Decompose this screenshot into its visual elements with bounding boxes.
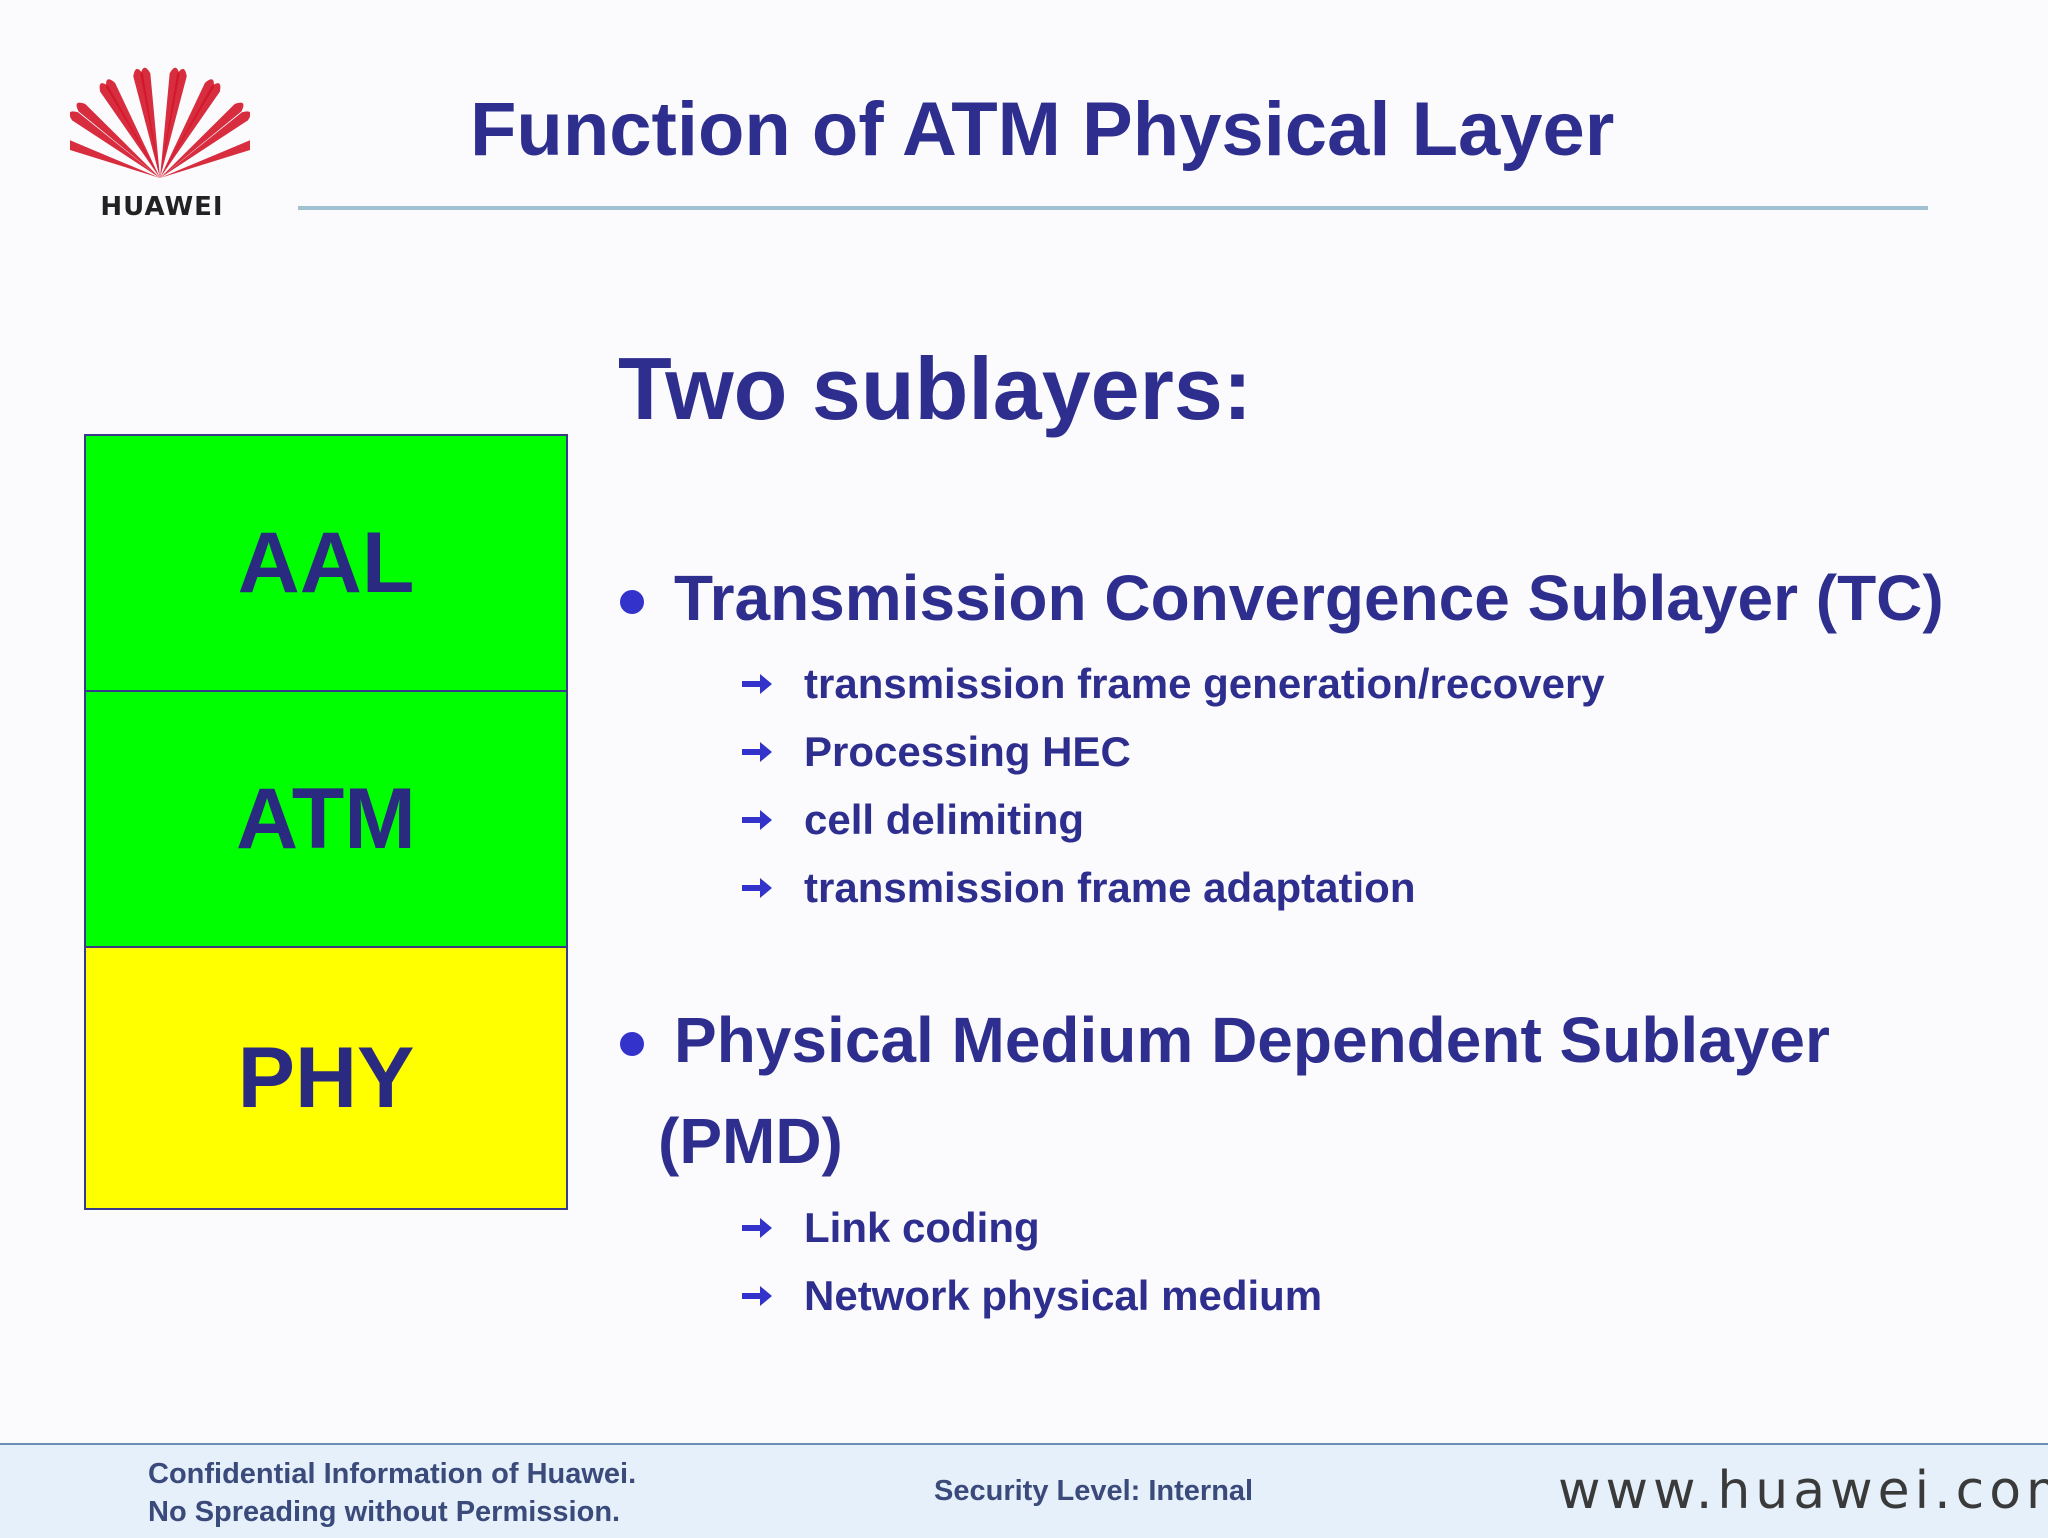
logo-petal — [106, 79, 160, 178]
logo-petal — [99, 83, 160, 178]
list-item: transmission frame adaptation — [740, 854, 1605, 922]
logo-petal — [70, 137, 160, 178]
list-item: Processing HEC — [740, 718, 1605, 786]
logo-petal — [160, 79, 214, 178]
confidential-line: No Spreading without Permission. — [148, 1496, 621, 1528]
bullet-title: Transmission Convergence Sublayer (TC) — [674, 562, 1944, 634]
bullet-title: Physical Medium Dependent Sublayer — [674, 1004, 1830, 1076]
bullet-tc: Transmission Convergence Sublayer (TC) — [620, 546, 1944, 650]
bullet-pmd: Physical Medium Dependent Sublayer — [620, 988, 1830, 1092]
list-item-text: Network physical medium — [804, 1272, 1323, 1319]
bullet-title-continuation: (PMD) — [658, 1105, 843, 1177]
title-divider — [298, 206, 1928, 210]
arrow-right-icon — [742, 1218, 772, 1238]
confidential-notice: Confidential Information of Huawei. No S… — [148, 1455, 636, 1531]
website-url: www.huawei.com — [1558, 1461, 2048, 1521]
layer-phy: PHY — [86, 948, 566, 1208]
logo-petal — [160, 137, 250, 178]
logo-petal — [133, 68, 160, 178]
logo-petal — [76, 102, 160, 178]
layer-aal: AAL — [86, 436, 566, 692]
list-item: transmission frame generation/recovery — [740, 650, 1605, 718]
list-item-text: Processing HEC — [804, 728, 1131, 775]
arrow-right-icon — [742, 674, 772, 694]
logo-petal — [140, 67, 160, 178]
logo-petal — [160, 83, 221, 178]
protocol-stack: AAL ATM PHY — [84, 434, 568, 1210]
section-heading: Two sublayers: — [618, 339, 1253, 438]
list-item-text: transmission frame adaptation — [804, 864, 1416, 911]
huawei-logo: HUAWEI — [70, 50, 250, 230]
list-item: Link coding — [740, 1194, 1322, 1262]
huawei-fan-icon — [70, 67, 250, 178]
logo-petal — [160, 111, 250, 178]
list-item-text: cell delimiting — [804, 796, 1085, 843]
bullet-dot-icon — [620, 590, 644, 614]
tc-function-list: transmission frame generation/recovery P… — [740, 650, 1605, 922]
bullet-dot-icon — [620, 1032, 644, 1056]
arrow-right-icon — [742, 742, 772, 762]
security-level: Security Level: Internal — [934, 1475, 1254, 1507]
logo-petal — [160, 68, 187, 178]
list-item: Network physical medium — [740, 1262, 1322, 1330]
layer-atm: ATM — [86, 692, 566, 948]
arrow-right-icon — [742, 1286, 772, 1306]
arrow-right-icon — [742, 810, 772, 830]
logo-wordmark: HUAWEI — [100, 192, 224, 222]
logo-petal — [70, 111, 160, 178]
footer-bar: Confidential Information of Huawei. No S… — [0, 1443, 2048, 1538]
list-item-text: transmission frame generation/recovery — [804, 660, 1605, 707]
list-item-text: Link coding — [804, 1204, 1040, 1251]
arrow-right-icon — [742, 878, 772, 898]
confidential-line: Confidential Information of Huawei. — [148, 1458, 637, 1490]
logo-petal — [160, 102, 244, 178]
page-title: Function of ATM Physical Layer — [470, 87, 1615, 172]
list-item: cell delimiting — [740, 786, 1605, 854]
pmd-function-list: Link coding Network physical medium — [740, 1194, 1322, 1330]
